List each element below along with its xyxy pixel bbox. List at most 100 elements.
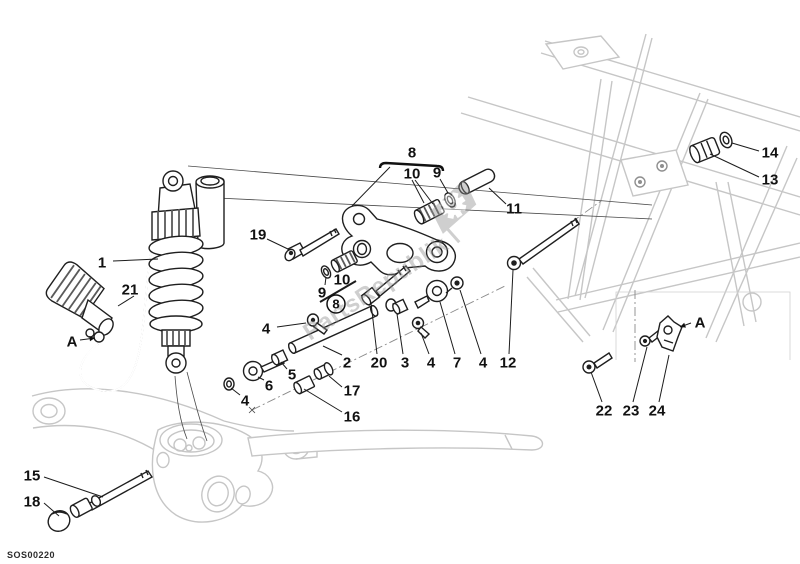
bolt-20: [360, 265, 411, 307]
ball-joint-7: [414, 279, 449, 310]
spline-bushing-10-upper: [413, 198, 445, 225]
part-callout-19: 19: [250, 226, 267, 243]
part-callout-15: 15: [24, 467, 41, 484]
part-callout-A: A: [67, 333, 78, 350]
part-callout-1: 1: [98, 254, 106, 271]
part-callout-20: 20: [371, 354, 388, 371]
cap-18: [47, 510, 71, 532]
seal-ring-9-upper: [444, 192, 456, 208]
leader-line-part-4: [420, 332, 430, 355]
part-callout-17: 17: [344, 382, 361, 399]
leader-line-part-16: [303, 388, 343, 413]
leader-line-part-3: [396, 313, 404, 355]
part-callout-10: 10: [404, 165, 421, 182]
leader-line-part-4: [230, 387, 241, 396]
leader-arrowhead: [680, 322, 686, 328]
bushing-17: [313, 362, 334, 380]
leader-line-part-17: [328, 375, 343, 388]
part-callout-2: 2: [343, 354, 351, 371]
leader-line-part-10: [411, 179, 425, 204]
leader-line-part-5: [280, 361, 288, 370]
part-callout-4: 4: [427, 354, 436, 371]
rocker-arm: [341, 204, 456, 276]
seal-ring-9-lower: [320, 265, 332, 279]
part-callout-5: 5: [288, 366, 296, 383]
pin-11: [458, 168, 496, 195]
part-callout-4: 4: [262, 320, 271, 337]
screw-4a: [306, 313, 328, 335]
part-callout-A: A: [695, 314, 706, 331]
part-callout-9: 9: [433, 164, 441, 181]
leader-line-part-22: [590, 371, 603, 403]
leader-line-part-6: [257, 376, 265, 381]
nut-14: [719, 131, 733, 149]
bushing-13: [689, 136, 721, 164]
part-callout-3: 3: [401, 354, 409, 371]
leader-line-part-14: [731, 142, 760, 152]
part-callout-13: 13: [762, 171, 779, 188]
part-callout-14: 14: [762, 144, 779, 161]
group-bracket-part-8: [378, 161, 445, 172]
leader-line-part-7: [439, 301, 456, 355]
bolt-15: [69, 469, 154, 518]
part-callout-12: 12: [500, 354, 517, 371]
leader-line-part-21: [117, 295, 135, 307]
leader-line-part-13: [709, 153, 760, 178]
leader-line-part-11: [488, 187, 507, 205]
leader-line-part-10: [319, 280, 357, 303]
screw-4b: [411, 316, 431, 339]
leader-line-part-9: [439, 178, 449, 194]
leader-line-part-20: [370, 302, 378, 355]
leader-line-part-9: [324, 276, 327, 286]
part-callout-22: 22: [596, 402, 613, 419]
swingarm-ghost: [31, 388, 544, 523]
flag-gear-icon: [429, 178, 477, 244]
leader-line-part-10: [414, 179, 434, 205]
part-callout-9: 9: [318, 284, 326, 301]
part-callout-4: 4: [241, 392, 250, 409]
leader-line-part-12: [508, 269, 514, 355]
leader-line-part-23: [632, 346, 648, 403]
part-callout-24: 24: [649, 402, 666, 419]
bolt-22: [582, 352, 613, 374]
leader-line-part-4: [459, 289, 482, 355]
leader-line-part-4: [276, 322, 307, 328]
leader-line-part-24: [658, 354, 670, 403]
leader-line-part-19: [266, 238, 291, 251]
bracket-24: [656, 315, 683, 352]
part-callout-10: 10: [334, 271, 351, 288]
part-callout-11: 11: [506, 200, 522, 217]
shock-spring: [148, 235, 204, 321]
part-callout-8: 8: [332, 297, 339, 312]
part-callout-18: 18: [24, 493, 41, 510]
spline-bushing-10-lower: [330, 250, 358, 273]
spacer: [69, 497, 93, 518]
bushing-16: [293, 375, 316, 395]
part-callout-23: 23: [623, 402, 640, 419]
preload-collar: [151, 207, 201, 241]
part-callout-8: 8: [408, 144, 416, 161]
part-callout-21: 21: [122, 281, 139, 298]
leader-line-part-1: [112, 258, 159, 262]
leader-line-part-18: [43, 502, 60, 517]
bolt-19: [284, 228, 340, 262]
part-callout-6: 6: [265, 377, 273, 394]
circled-callout-part-8: [326, 294, 346, 314]
leader-arrowhead: [89, 336, 95, 342]
part-callout-16: 16: [344, 408, 361, 425]
part-callout-4: 4: [479, 354, 488, 371]
diagram-code: SOS00220: [7, 550, 55, 560]
shock-absorber: [79, 170, 225, 392]
leader-line-part-2: [322, 345, 343, 356]
nut-3: [392, 298, 409, 315]
bolt-12: [506, 217, 580, 271]
rear-frame-ghost: [460, 33, 800, 362]
preload-adjuster: [45, 261, 114, 343]
leader-line-part-15: [43, 476, 104, 498]
banjo-fitting: [93, 331, 105, 343]
part-callout-7: 7: [453, 354, 461, 371]
screw-4c: [445, 276, 464, 294]
